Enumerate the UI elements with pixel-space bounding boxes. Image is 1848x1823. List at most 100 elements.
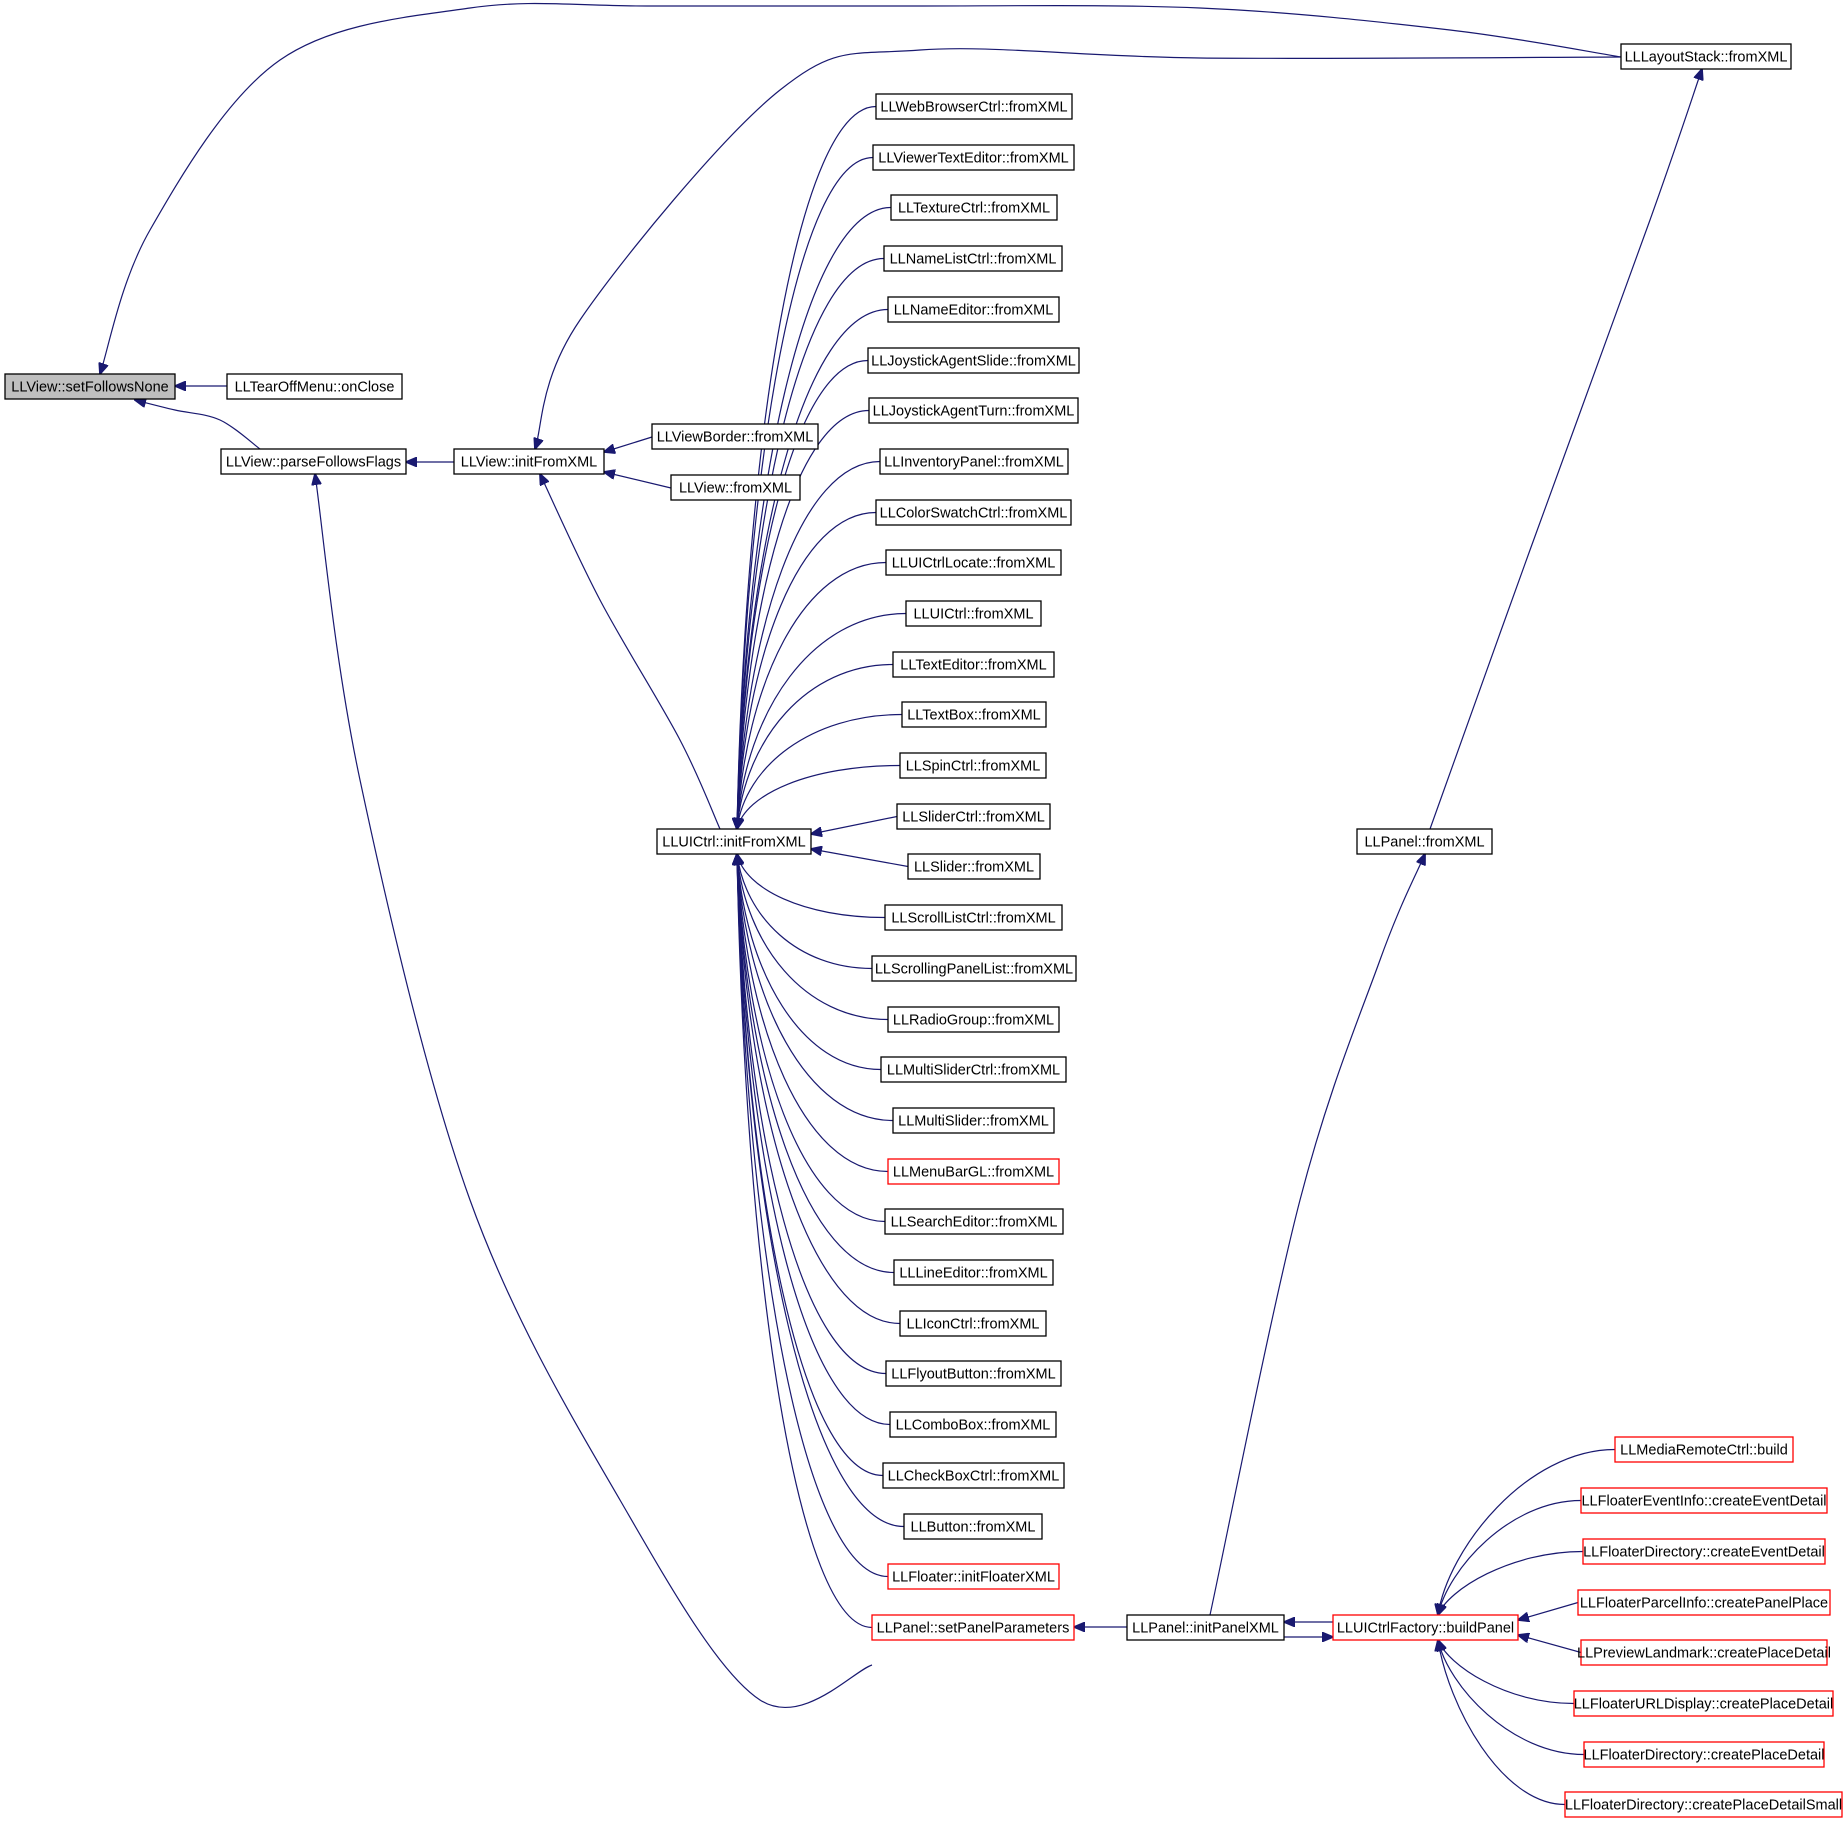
node-viewBorderFromXML[interactable]: LLViewBorder::fromXML	[651, 423, 819, 450]
node-iconCtrl[interactable]: LLIconCtrl::fromXML	[899, 1310, 1047, 1337]
node-tearOffOnClose[interactable]: LLTearOffMenu::onClose	[226, 373, 403, 400]
node-nameListCtrl[interactable]: LLNameListCtrl::fromXML	[883, 245, 1063, 272]
node-setFollowsNone[interactable]: LLView::setFollowsNone	[4, 373, 176, 400]
node-box	[871, 1614, 1075, 1641]
node-viewInitFromXML[interactable]: LLView::initFromXML	[453, 448, 605, 475]
node-label: LLUICtrl::initFromXML	[662, 835, 805, 851]
node-label: LLComboBox::fromXML	[896, 1418, 1051, 1434]
node-uictrlInitFromXML[interactable]: LLUICtrl::initFromXML	[656, 828, 812, 855]
node-urlDisplay[interactable]: LLFloaterURLDisplay::createPlaceDetail	[1573, 1690, 1834, 1717]
node-previewLandmark[interactable]: LLPreviewLandmark::createPlaceDetail	[1577, 1639, 1831, 1666]
node-box	[885, 1360, 1062, 1387]
node-initPanelXML[interactable]: LLPanel::initPanelXML	[1126, 1614, 1285, 1641]
node-uictrlFromXML[interactable]: LLUICtrl::fromXML	[905, 600, 1042, 627]
node-multiSlider[interactable]: LLMultiSlider::fromXML	[892, 1107, 1055, 1134]
node-label: LLView::parseFollowsFlags	[226, 455, 401, 471]
edge-mediaRemote-to-buildPanel	[1438, 1448, 1616, 1616]
node-flyoutButton[interactable]: LLFlyoutButton::fromXML	[885, 1360, 1062, 1387]
node-label: LLColorSwatchCtrl::fromXML	[880, 506, 1068, 522]
node-colorSwatch[interactable]: LLColorSwatchCtrl::fromXML	[875, 499, 1072, 526]
node-label: LLMediaRemoteCtrl::build	[1620, 1443, 1788, 1459]
node-menuBarGL[interactable]: LLMenuBarGL::fromXML	[887, 1158, 1060, 1185]
node-joystickTurn[interactable]: LLJoystickAgentTurn::fromXML	[868, 397, 1079, 424]
node-slider[interactable]: LLSlider::fromXML	[907, 853, 1041, 880]
node-radioGroup[interactable]: LLRadioGroup::fromXML	[887, 1006, 1060, 1033]
node-label: LLSearchEditor::fromXML	[891, 1215, 1058, 1231]
node-searchEditor[interactable]: LLSearchEditor::fromXML	[884, 1208, 1064, 1235]
edge-floaterInit-to-uictrlInitFromXML	[737, 854, 889, 1578]
node-parseFollowsFlags[interactable]: LLView::parseFollowsFlags	[220, 448, 407, 475]
node-scrollListCtrl[interactable]: LLScrollListCtrl::fromXML	[884, 904, 1063, 931]
node-comboBox[interactable]: LLComboBox::fromXML	[889, 1411, 1057, 1438]
edge-parseFollowsFlags-to-setFollowsNone	[135, 400, 261, 450]
node-nameEditor[interactable]: LLNameEditor::fromXML	[887, 296, 1060, 323]
node-spinCtrl[interactable]: LLSpinCtrl::fromXML	[899, 752, 1047, 779]
node-box	[890, 194, 1058, 221]
node-mediaRemote[interactable]: LLMediaRemoteCtrl::build	[1614, 1436, 1794, 1463]
edge-lineEditor-to-uictrlInitFromXML	[737, 854, 895, 1274]
node-dirCreatePlaceSmall[interactable]: LLFloaterDirectory::createPlaceDetailSma…	[1564, 1791, 1843, 1818]
node-label: LLJoystickAgentTurn::fromXML	[873, 404, 1075, 420]
node-joystickSlide[interactable]: LLJoystickAgentSlide::fromXML	[867, 347, 1080, 374]
node-label: LLFloaterDirectory::createPlaceDetailSma…	[1565, 1798, 1842, 1814]
edge-setPanelParameters-to-uictrlInitFromXML	[737, 854, 873, 1629]
node-scrollingPanelList[interactable]: LLScrollingPanelList::fromXML	[871, 955, 1077, 982]
node-box	[893, 1259, 1054, 1286]
node-box	[887, 296, 1060, 323]
node-label: LLLayoutStack::fromXML	[1625, 50, 1788, 66]
node-box	[880, 1056, 1067, 1083]
node-inventoryPanel[interactable]: LLInventoryPanel::fromXML	[879, 448, 1069, 475]
node-floaterInit[interactable]: LLFloater::initFloaterXML	[887, 1563, 1060, 1590]
node-panelFromXML[interactable]: LLPanel::fromXML	[1356, 828, 1493, 855]
edge-nameListCtrl-to-uictrlInitFromXML	[737, 257, 885, 830]
edge-uictrlLocate-to-uictrlInitFromXML	[737, 561, 887, 830]
node-box	[226, 373, 403, 400]
node-label: LLCheckBoxCtrl::fromXML	[888, 1469, 1060, 1485]
node-box	[1126, 1614, 1285, 1641]
node-box	[892, 651, 1055, 678]
node-label: LLMultiSlider::fromXML	[898, 1114, 1049, 1130]
node-label: LLView::setFollowsNone	[11, 380, 168, 396]
node-textureCtrl[interactable]: LLTextureCtrl::fromXML	[890, 194, 1058, 221]
node-box	[4, 373, 176, 400]
node-viewFromXML[interactable]: LLView::fromXML	[670, 474, 801, 501]
node-multiSliderCtrl[interactable]: LLMultiSliderCtrl::fromXML	[880, 1056, 1067, 1083]
node-button[interactable]: LLButton::fromXML	[903, 1513, 1043, 1540]
edge-joystickTurn-to-uictrlInitFromXML	[737, 409, 870, 830]
node-label: LLInventoryPanel::fromXML	[884, 455, 1064, 471]
node-dirCreatePlace[interactable]: LLFloaterDirectory::createPlaceDetail	[1583, 1741, 1825, 1768]
node-label: LLFloaterParcelInfo::createPanelPlace	[1580, 1596, 1828, 1612]
node-box	[1573, 1690, 1834, 1717]
edge-textureCtrl-to-uictrlInitFromXML	[737, 206, 892, 830]
node-box	[903, 1513, 1043, 1540]
node-textBox[interactable]: LLTextBox::fromXML	[901, 701, 1047, 728]
node-parcelInfoCreate[interactable]: LLFloaterParcelInfo::createPanelPlace	[1577, 1589, 1831, 1616]
edge-sliderCtrl-to-uictrlInitFromXML	[811, 815, 898, 835]
node-box	[879, 448, 1069, 475]
node-layoutStackFromXML[interactable]: LLLayoutStack::fromXML	[1620, 43, 1792, 70]
node-checkBoxCtrl[interactable]: LLCheckBoxCtrl::fromXML	[882, 1462, 1065, 1489]
node-label: LLMultiSliderCtrl::fromXML	[887, 1063, 1060, 1079]
node-viewerTextEditor[interactable]: LLViewerTextEditor::fromXML	[872, 144, 1075, 171]
node-lineEditor[interactable]: LLLineEditor::fromXML	[893, 1259, 1054, 1286]
node-box	[892, 1107, 1055, 1134]
nodes: LLView::setFollowsNone LLTearOffMenu::onC…	[4, 43, 1843, 1818]
node-label: LLPanel::initPanelXML	[1132, 1621, 1279, 1637]
node-uictrlLocate[interactable]: LLUICtrlLocate::fromXML	[885, 549, 1062, 576]
node-dirCreateEvent[interactable]: LLFloaterDirectory::createEventDetail	[1582, 1538, 1826, 1565]
node-label: LLFloaterEventInfo::createEventDetail	[1581, 1494, 1826, 1510]
node-box	[889, 1411, 1057, 1438]
node-eventInfoCreate[interactable]: LLFloaterEventInfo::createEventDetail	[1580, 1487, 1828, 1514]
node-webBrowserCtrl[interactable]: LLWebBrowserCtrl::fromXML	[875, 93, 1073, 120]
node-setPanelParameters[interactable]: LLPanel::setPanelParameters	[871, 1614, 1075, 1641]
node-buildPanel[interactable]: LLUICtrlFactory::buildPanel	[1332, 1614, 1519, 1641]
edge-viewFromXML-to-viewInitFromXML	[604, 472, 672, 489]
node-label: LLWebBrowserCtrl::fromXML	[880, 100, 1067, 116]
node-sliderCtrl[interactable]: LLSliderCtrl::fromXML	[896, 803, 1051, 830]
node-label: LLPanel::setPanelParameters	[877, 1621, 1070, 1637]
node-textEditor[interactable]: LLTextEditor::fromXML	[892, 651, 1055, 678]
node-box	[871, 955, 1077, 982]
node-box	[670, 474, 801, 501]
edge-iconCtrl-to-uictrlInitFromXML	[737, 854, 901, 1325]
